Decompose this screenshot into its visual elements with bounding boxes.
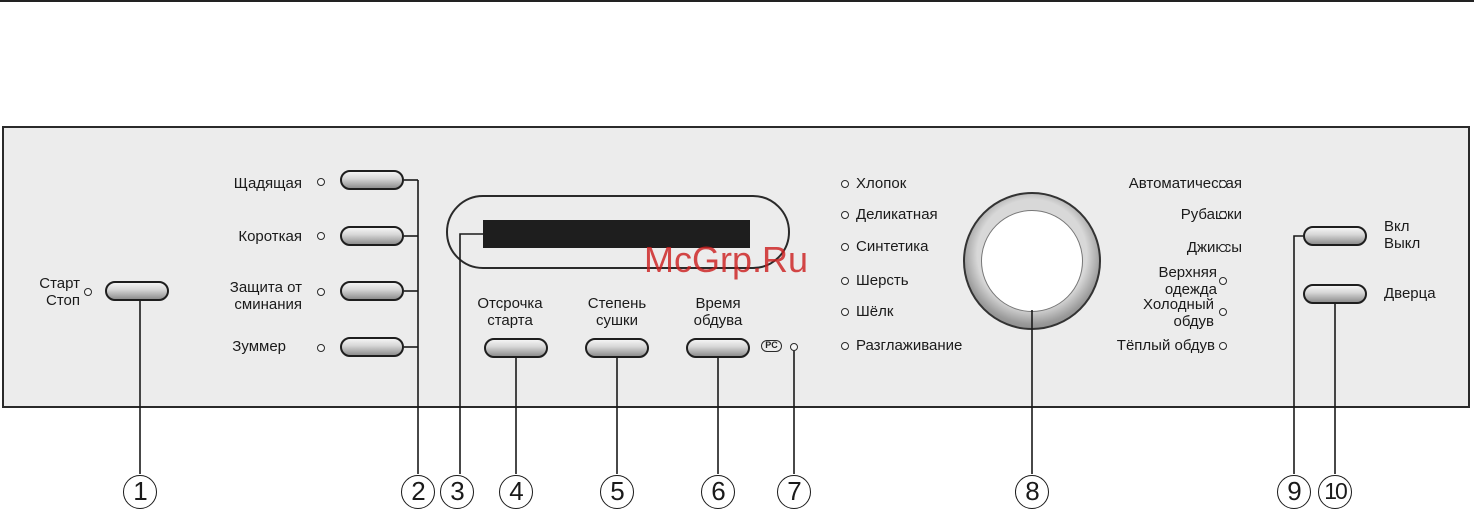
callout-2: 2	[401, 475, 435, 509]
callout-10: 10	[1318, 475, 1352, 509]
callout-4: 4	[499, 475, 533, 509]
watermark: McGrp.Ru	[644, 240, 808, 280]
leader-3	[460, 234, 483, 474]
callout-5: 5	[600, 475, 634, 509]
callout-8: 8	[1015, 475, 1049, 509]
callout-6: 6	[701, 475, 735, 509]
leader-9	[1294, 236, 1303, 474]
callout-1: 1	[123, 475, 157, 509]
callout-9: 9	[1277, 475, 1311, 509]
callout-7: 7	[777, 475, 811, 509]
callout-3: 3	[440, 475, 474, 509]
